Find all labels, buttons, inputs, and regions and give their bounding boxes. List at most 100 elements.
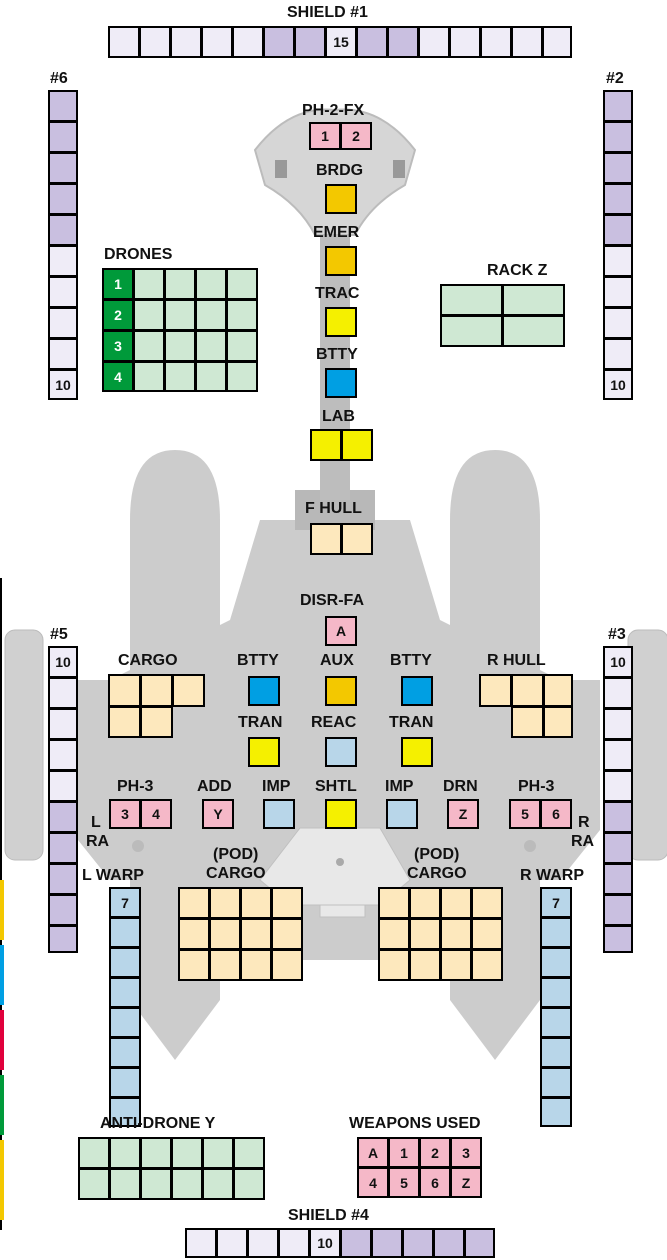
lwarp-box[interactable] <box>109 1037 141 1068</box>
drone-box[interactable] <box>195 299 227 331</box>
pod-cargo-box[interactable] <box>471 949 503 981</box>
imp-right-box[interactable] <box>386 799 418 829</box>
antidrone-box[interactable] <box>140 1137 172 1169</box>
shield3-box[interactable] <box>603 677 633 709</box>
drone-box[interactable] <box>164 361 196 392</box>
rhull-box[interactable] <box>511 674 544 707</box>
aux-box[interactable] <box>325 676 357 706</box>
pod-cargo-box[interactable] <box>271 887 303 919</box>
lwarp-box[interactable] <box>109 947 141 978</box>
shield2-box[interactable] <box>603 90 633 122</box>
pod-cargo-box[interactable] <box>440 887 472 919</box>
pod-cargo-box[interactable] <box>271 918 303 950</box>
shield1-box-15[interactable]: 15 <box>325 26 357 58</box>
brdg-box[interactable] <box>325 184 357 214</box>
pod-cargo-box[interactable] <box>378 949 410 981</box>
shield2-box[interactable] <box>603 183 633 215</box>
fhull-box[interactable] <box>341 523 373 555</box>
lwarp-box[interactable] <box>109 1007 141 1038</box>
drone-box[interactable] <box>226 268 258 300</box>
antidrone-box[interactable] <box>202 1137 234 1169</box>
rwarp-box[interactable] <box>540 977 572 1008</box>
shield1-box[interactable] <box>232 26 264 58</box>
rwarp-box[interactable] <box>540 917 572 948</box>
shield4-box[interactable] <box>247 1228 279 1258</box>
pod-cargo-box[interactable] <box>178 918 210 950</box>
drone-box[interactable] <box>195 361 227 392</box>
shield3-box[interactable] <box>603 770 633 802</box>
pod-cargo-box[interactable] <box>378 918 410 950</box>
drone-box[interactable] <box>164 268 196 300</box>
rackz-box[interactable] <box>440 315 503 347</box>
cargo-box[interactable] <box>140 706 173 738</box>
pod-cargo-box[interactable] <box>178 949 210 981</box>
drone-box[interactable] <box>226 299 258 331</box>
shield1-box[interactable] <box>263 26 295 58</box>
shield1-box[interactable] <box>511 26 543 58</box>
emer-box[interactable] <box>325 246 357 276</box>
pod-cargo-box[interactable] <box>240 949 272 981</box>
shield4-box[interactable] <box>433 1228 465 1258</box>
drone-box[interactable] <box>164 299 196 331</box>
cargo-box[interactable] <box>108 674 141 707</box>
shield3-box[interactable] <box>603 832 633 864</box>
reac-box[interactable] <box>325 737 357 767</box>
shield5-box[interactable] <box>48 925 78 953</box>
shield2-box-10[interactable]: 10 <box>603 369 633 400</box>
shield5-box[interactable] <box>48 801 78 833</box>
weapons-used-box[interactable]: 5 <box>388 1167 420 1198</box>
drone-box[interactable] <box>226 361 258 392</box>
shield6-box[interactable] <box>48 245 78 277</box>
btty-right-box[interactable] <box>401 676 433 706</box>
drone-box[interactable] <box>226 330 258 362</box>
lwarp-box[interactable] <box>109 1097 141 1127</box>
pod-cargo-box[interactable] <box>409 949 441 981</box>
shield1-box[interactable] <box>449 26 481 58</box>
drone-box[interactable] <box>133 268 165 300</box>
rackz-box[interactable] <box>502 315 565 347</box>
pod-cargo-box[interactable] <box>240 918 272 950</box>
weapons-used-box[interactable]: 4 <box>357 1167 389 1198</box>
antidrone-box[interactable] <box>171 1168 203 1200</box>
cargo-box[interactable] <box>172 674 205 707</box>
antidrone-box[interactable] <box>171 1137 203 1169</box>
antidrone-box[interactable] <box>233 1137 265 1169</box>
antidrone-box[interactable] <box>109 1137 141 1169</box>
antidrone-box[interactable] <box>78 1168 110 1200</box>
pod-cargo-box[interactable] <box>209 887 241 919</box>
shield3-box[interactable] <box>603 863 633 895</box>
shield2-box[interactable] <box>603 276 633 308</box>
pod-cargo-box[interactable] <box>409 918 441 950</box>
shield5-box[interactable] <box>48 863 78 895</box>
pod-cargo-box[interactable] <box>178 887 210 919</box>
shield4-box[interactable] <box>278 1228 310 1258</box>
shield6-box[interactable] <box>48 214 78 246</box>
shield2-box[interactable] <box>603 245 633 277</box>
rwarp-box[interactable] <box>540 1037 572 1068</box>
shield3-box[interactable] <box>603 708 633 740</box>
weapons-used-box[interactable]: A <box>357 1137 389 1168</box>
pod-cargo-box[interactable] <box>409 887 441 919</box>
cargo-box[interactable] <box>140 674 173 707</box>
drn-box-z[interactable]: Z <box>447 799 479 829</box>
shield1-box[interactable] <box>294 26 326 58</box>
shield3-box[interactable] <box>603 739 633 771</box>
weapons-used-box[interactable]: 1 <box>388 1137 420 1168</box>
add-box-y[interactable]: Y <box>202 799 234 829</box>
shield5-box[interactable] <box>48 832 78 864</box>
antidrone-box[interactable] <box>202 1168 234 1200</box>
ph2-box-1[interactable]: 1 <box>309 122 341 150</box>
antidrone-box[interactable] <box>78 1137 110 1169</box>
shield1-box[interactable] <box>356 26 388 58</box>
btty-top-box[interactable] <box>325 368 357 398</box>
pod-cargo-box[interactable] <box>378 887 410 919</box>
rwarp-box[interactable] <box>540 947 572 978</box>
ph3-box-4[interactable]: 4 <box>140 799 172 829</box>
shtl-box[interactable] <box>325 799 357 829</box>
rackz-box[interactable] <box>440 284 503 316</box>
shield5-box[interactable] <box>48 894 78 926</box>
antidrone-box[interactable] <box>140 1168 172 1200</box>
tran-left-box[interactable] <box>248 737 280 767</box>
rhull-box[interactable] <box>543 674 573 707</box>
tran-right-box[interactable] <box>401 737 433 767</box>
